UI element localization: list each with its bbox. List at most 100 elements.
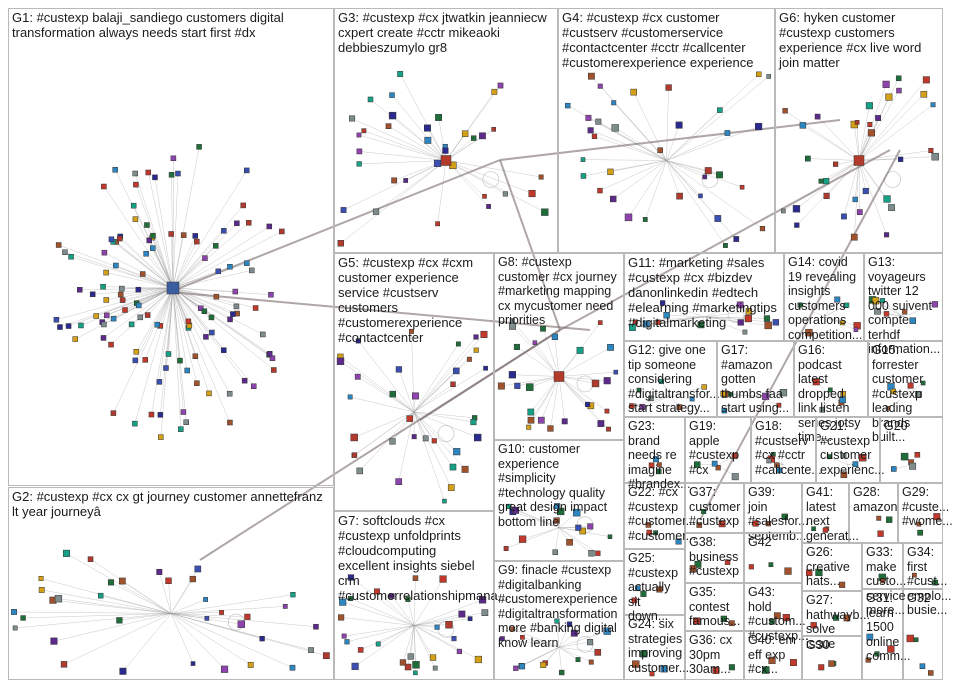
node — [101, 321, 107, 328]
edge — [413, 411, 474, 423]
edge — [413, 411, 452, 488]
edge — [413, 384, 454, 413]
group-label: G17: #amazon gotten thumbs faa start usi… — [721, 343, 790, 415]
node — [597, 187, 603, 194]
edge — [172, 230, 225, 289]
edge — [172, 287, 274, 371]
edge — [168, 580, 172, 614]
edge — [642, 395, 671, 408]
edge — [413, 612, 485, 626]
edge — [588, 117, 667, 161]
edge — [703, 311, 749, 318]
node — [411, 434, 417, 440]
edge — [858, 105, 870, 161]
node — [645, 522, 652, 528]
node — [50, 637, 58, 645]
edge — [666, 160, 737, 240]
node — [607, 534, 613, 539]
node — [642, 217, 648, 222]
node — [506, 503, 512, 509]
node — [198, 305, 204, 312]
edge — [413, 350, 477, 413]
node — [132, 216, 139, 222]
node — [866, 633, 874, 641]
edge — [100, 595, 172, 614]
node — [480, 330, 488, 338]
node — [201, 308, 208, 314]
edge — [783, 160, 860, 212]
node — [133, 349, 140, 355]
node — [461, 465, 469, 473]
node — [514, 382, 521, 389]
edge — [858, 94, 925, 161]
node — [510, 626, 516, 632]
edge — [558, 376, 565, 422]
edge — [111, 239, 174, 289]
node — [208, 314, 215, 321]
node — [874, 651, 880, 657]
node — [711, 460, 718, 467]
group-cell-g29: G29: #custe... #wome... — [898, 483, 953, 543]
node — [714, 215, 722, 222]
group-label: G34: first #cust... emplo... busie... — [907, 545, 952, 617]
edge — [666, 160, 763, 229]
node — [204, 616, 210, 621]
node — [227, 419, 233, 426]
node — [145, 169, 152, 176]
edge — [413, 411, 475, 419]
node — [689, 565, 697, 573]
edge — [541, 376, 560, 421]
group-label: G38: business #custexp — [689, 535, 740, 578]
node — [240, 202, 246, 209]
group-cell-g28: G28: amazon — [849, 483, 898, 543]
edge — [172, 146, 200, 289]
edge — [559, 149, 891, 331]
node — [247, 661, 254, 668]
hub-node — [440, 155, 452, 166]
node — [453, 367, 460, 375]
node — [874, 307, 881, 315]
node — [290, 592, 296, 598]
node — [659, 300, 666, 306]
node — [252, 305, 259, 311]
group-cell-g30: G30 — [802, 636, 862, 680]
edge — [598, 121, 667, 161]
node — [551, 333, 559, 341]
node — [110, 410, 117, 416]
edge — [122, 613, 172, 672]
node — [149, 245, 156, 251]
edge — [103, 287, 174, 339]
node — [135, 286, 142, 293]
node — [748, 564, 754, 570]
node — [180, 232, 187, 238]
node — [108, 341, 114, 348]
edge — [342, 601, 415, 626]
edge — [413, 625, 438, 628]
group-cell-g3: G3: #custexp #cx jtwatkin jeanniecw cxpe… — [334, 8, 558, 253]
node — [406, 415, 414, 422]
hub-node — [853, 155, 865, 166]
node — [499, 636, 505, 642]
node — [759, 225, 766, 232]
group-label: G29: #custe... #wome... — [902, 485, 953, 528]
node — [840, 471, 848, 479]
node — [629, 403, 635, 409]
node — [841, 213, 847, 220]
edge — [160, 287, 174, 326]
node — [116, 617, 123, 624]
node — [144, 222, 150, 228]
node — [580, 173, 587, 179]
node — [815, 568, 823, 577]
edge — [58, 598, 172, 614]
group-cell-g41: G41: latest next generat... — [802, 483, 859, 543]
node — [588, 72, 595, 80]
node — [762, 666, 770, 674]
node — [720, 615, 728, 623]
node — [513, 665, 519, 671]
group-label: G23: brand needs re imagine #brandex... — [628, 419, 691, 491]
edge — [413, 336, 477, 413]
edge — [92, 287, 174, 295]
node — [54, 595, 63, 603]
edge — [399, 73, 447, 161]
node — [407, 653, 414, 660]
